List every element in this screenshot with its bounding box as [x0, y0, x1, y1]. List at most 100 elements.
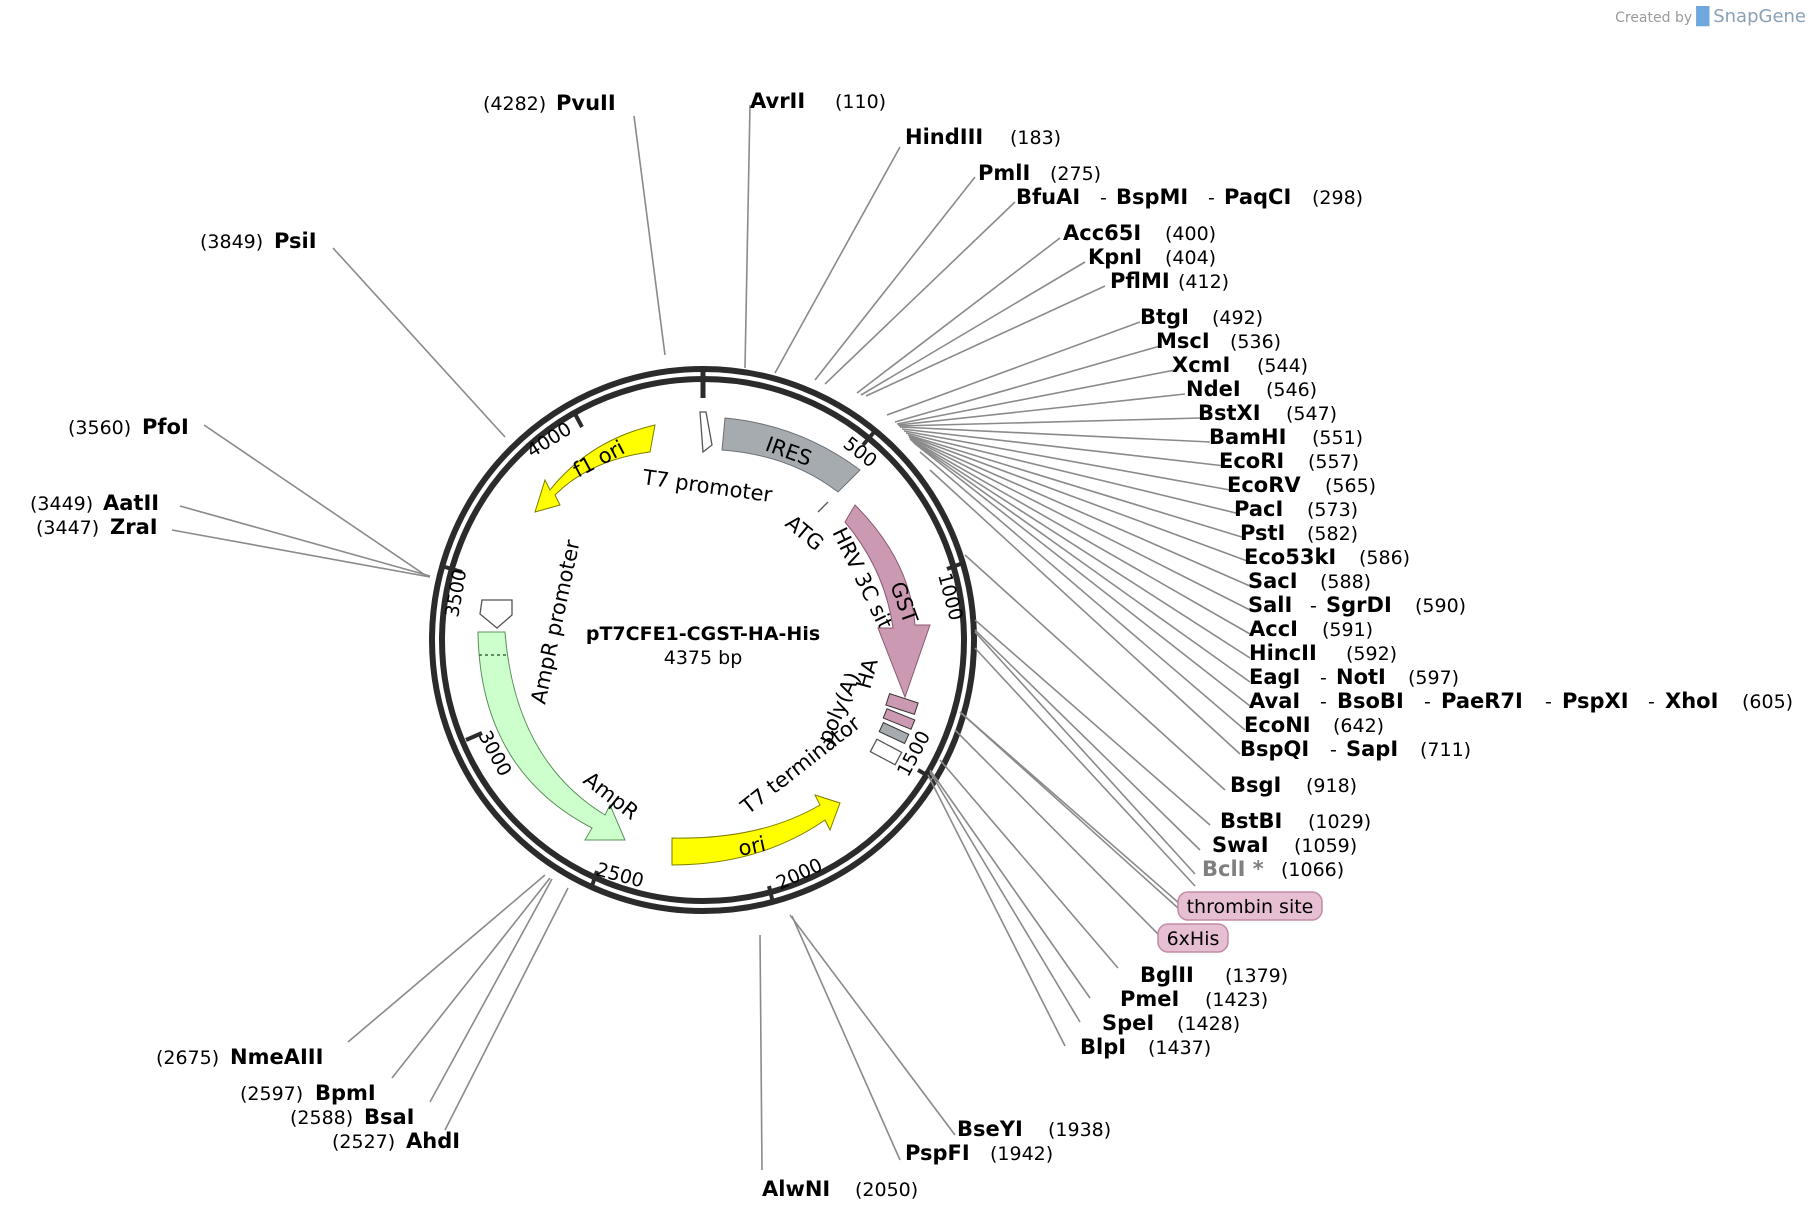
credit-brand: SnapGene — [1713, 6, 1806, 27]
enzyme-pos-nmeaiii: (2675) — [156, 1047, 219, 1069]
feature-gst — [844, 504, 931, 699]
enzyme-avai: AvaI — [1249, 689, 1300, 713]
enzyme-pos-alwni: (2050) — [855, 1179, 918, 1201]
enzyme-ndei: NdeI — [1186, 377, 1241, 401]
enzyme-pos-spei: (1428) — [1177, 1013, 1240, 1035]
enzyme-pos-swai: (1059) — [1294, 835, 1357, 857]
enzyme-zrai: ZraI — [110, 515, 158, 539]
tick-1000 — [946, 561, 964, 571]
tick-2000 — [767, 885, 775, 904]
enzyme-pos-acci: (591) — [1322, 619, 1373, 641]
enzyme-avrii: AvrII — [750, 89, 805, 113]
enzyme-pos-bseyi: (1938) — [1048, 1119, 1111, 1141]
enzyme-bpmi: BpmI — [315, 1081, 376, 1105]
enzyme-pos-psti: (582) — [1307, 523, 1358, 545]
enzyme-pspfi: PspFI — [905, 1141, 970, 1165]
enzyme-econi: EcoNI — [1244, 713, 1311, 737]
tick-label-4000: 4000 — [523, 418, 576, 462]
enzyme-pos-econi: (642) — [1333, 715, 1384, 737]
enzyme-bspqi: BspQI — [1240, 737, 1309, 761]
enzyme-pos-ecorv: (565) — [1325, 475, 1376, 497]
label-atg: ATG — [781, 510, 828, 555]
enzyme-pos-avrii: (110) — [835, 91, 886, 113]
enzyme-sali: SalI — [1248, 593, 1292, 617]
enzyme-btgi: BtgI — [1140, 305, 1189, 329]
feature-poly-a — [869, 738, 903, 766]
enzyme-bspmi: BspMI — [1116, 185, 1188, 209]
enzyme-pos-pfoi: (3560) — [68, 417, 131, 439]
enzyme-ahdi: AhdI — [406, 1129, 460, 1153]
enzyme-swai: SwaI — [1212, 833, 1269, 857]
enzyme-paci: PacI — [1234, 497, 1283, 521]
svg-text:-: - — [1320, 667, 1327, 689]
enzyme-psti: PstI — [1240, 521, 1285, 545]
svg-text:-: - — [1545, 691, 1552, 713]
enzyme-pos-bsgi: (918) — [1306, 775, 1357, 797]
enzyme-hindiii: HindIII — [905, 125, 983, 149]
tag-thrombin-site: thrombin site — [1187, 896, 1314, 918]
feature-t7-promoter — [699, 411, 713, 454]
enzyme-eco53ki: Eco53kI — [1244, 545, 1336, 569]
tag-pill-thrombin — [1177, 891, 1323, 921]
enzyme-pos-ahdi: (2527) — [332, 1131, 395, 1153]
label-ires: IRES — [762, 432, 815, 471]
enzyme-ecorv: EcoRV — [1227, 473, 1301, 497]
label-t7-terminator: T7 terminator — [736, 711, 866, 820]
enzyme-bamhi: BamHI — [1209, 425, 1286, 449]
svg-text:-: - — [1648, 691, 1655, 713]
enzyme-pos-aatii: (3449) — [30, 493, 93, 515]
enzyme-noti: NotI — [1336, 665, 1386, 689]
enzyme-saci: SacI — [1248, 569, 1298, 593]
label-ampr-promoter: AmpR promoter — [526, 537, 584, 706]
enzyme-xhoi: XhoI — [1665, 689, 1718, 713]
tick-2500 — [589, 870, 599, 890]
tick-label-1000: 1000 — [933, 571, 967, 623]
enzyme-hincii: HincII — [1249, 641, 1317, 665]
enzyme-pos-blpi: (1437) — [1148, 1037, 1211, 1059]
enzyme-pfoi: PfoI — [142, 415, 189, 439]
enzyme-pos-bglii: (1379) — [1225, 965, 1288, 987]
enzyme-pos-bsai: (2588) — [290, 1107, 353, 1129]
enzyme-pos-bamhi: (551) — [1312, 427, 1363, 449]
svg-text:-: - — [1330, 739, 1337, 761]
enzyme-spei: SpeI — [1102, 1011, 1154, 1035]
snapgene-logo-icon: █ — [1696, 7, 1710, 27]
feature-ires — [721, 417, 861, 493]
tag-pill-6xhis — [1157, 923, 1229, 953]
enzyme-pmli: PmlI — [978, 161, 1030, 185]
enzyme-pos-ecori: (557) — [1308, 451, 1359, 473]
enzyme-pos-sgrdi: (590) — [1415, 595, 1466, 617]
enzyme-pos-pspfi: (1942) — [990, 1143, 1053, 1165]
enzyme-pos-xcmi: (544) — [1257, 355, 1308, 377]
enzyme-pos-kpni: (404) — [1165, 247, 1216, 269]
label-ori: ori — [736, 832, 768, 861]
feature-ampr-promoter — [479, 599, 513, 629]
enzyme-pos-hincii: (592) — [1346, 643, 1397, 665]
enzyme-pos-ndei: (546) — [1266, 379, 1317, 401]
enzyme-bsobi: BsoBI — [1337, 689, 1404, 713]
label-f1-ori: f1 ori — [569, 436, 629, 483]
enzyme-pos-zrai: (3447) — [36, 517, 99, 539]
enzyme-kpni: KpnI — [1088, 245, 1142, 269]
label-t7-promoter: T7 promoter — [640, 465, 774, 507]
tick-500 — [861, 429, 877, 447]
enzyme-pvuii: PvuII — [556, 91, 616, 115]
tick-3500 — [444, 565, 463, 574]
enzyme-pos-xhoi: (605) — [1742, 691, 1793, 713]
enzyme-bsai: BsaI — [364, 1105, 415, 1129]
leader-lines — [171, 104, 1251, 1171]
enzyme-pos-acc65i: (400) — [1165, 223, 1216, 245]
enzyme-pflmi: PflMI — [1110, 269, 1170, 293]
enzyme-labels: (4282) PvuII AvrII (110) HindIII (183) P… — [30, 89, 1793, 1201]
enzyme-pos-pflmi: (412) — [1178, 271, 1229, 293]
tag-labels: thrombin site 6xHis — [1157, 891, 1323, 953]
svg-text:-: - — [1310, 595, 1317, 617]
enzyme-pos-paqci: (298) — [1312, 187, 1363, 209]
enzyme-aatii: AatII — [103, 491, 159, 515]
enzyme-pos-paci: (573) — [1307, 499, 1358, 521]
enzyme-acci: AccI — [1249, 617, 1298, 641]
enzyme-pos-pmei: (1423) — [1205, 989, 1268, 1011]
enzyme-pos-pmli: (275) — [1050, 163, 1101, 185]
enzyme-blpi: BlpI — [1080, 1035, 1126, 1059]
enzyme-pos-msci: (536) — [1230, 331, 1281, 353]
